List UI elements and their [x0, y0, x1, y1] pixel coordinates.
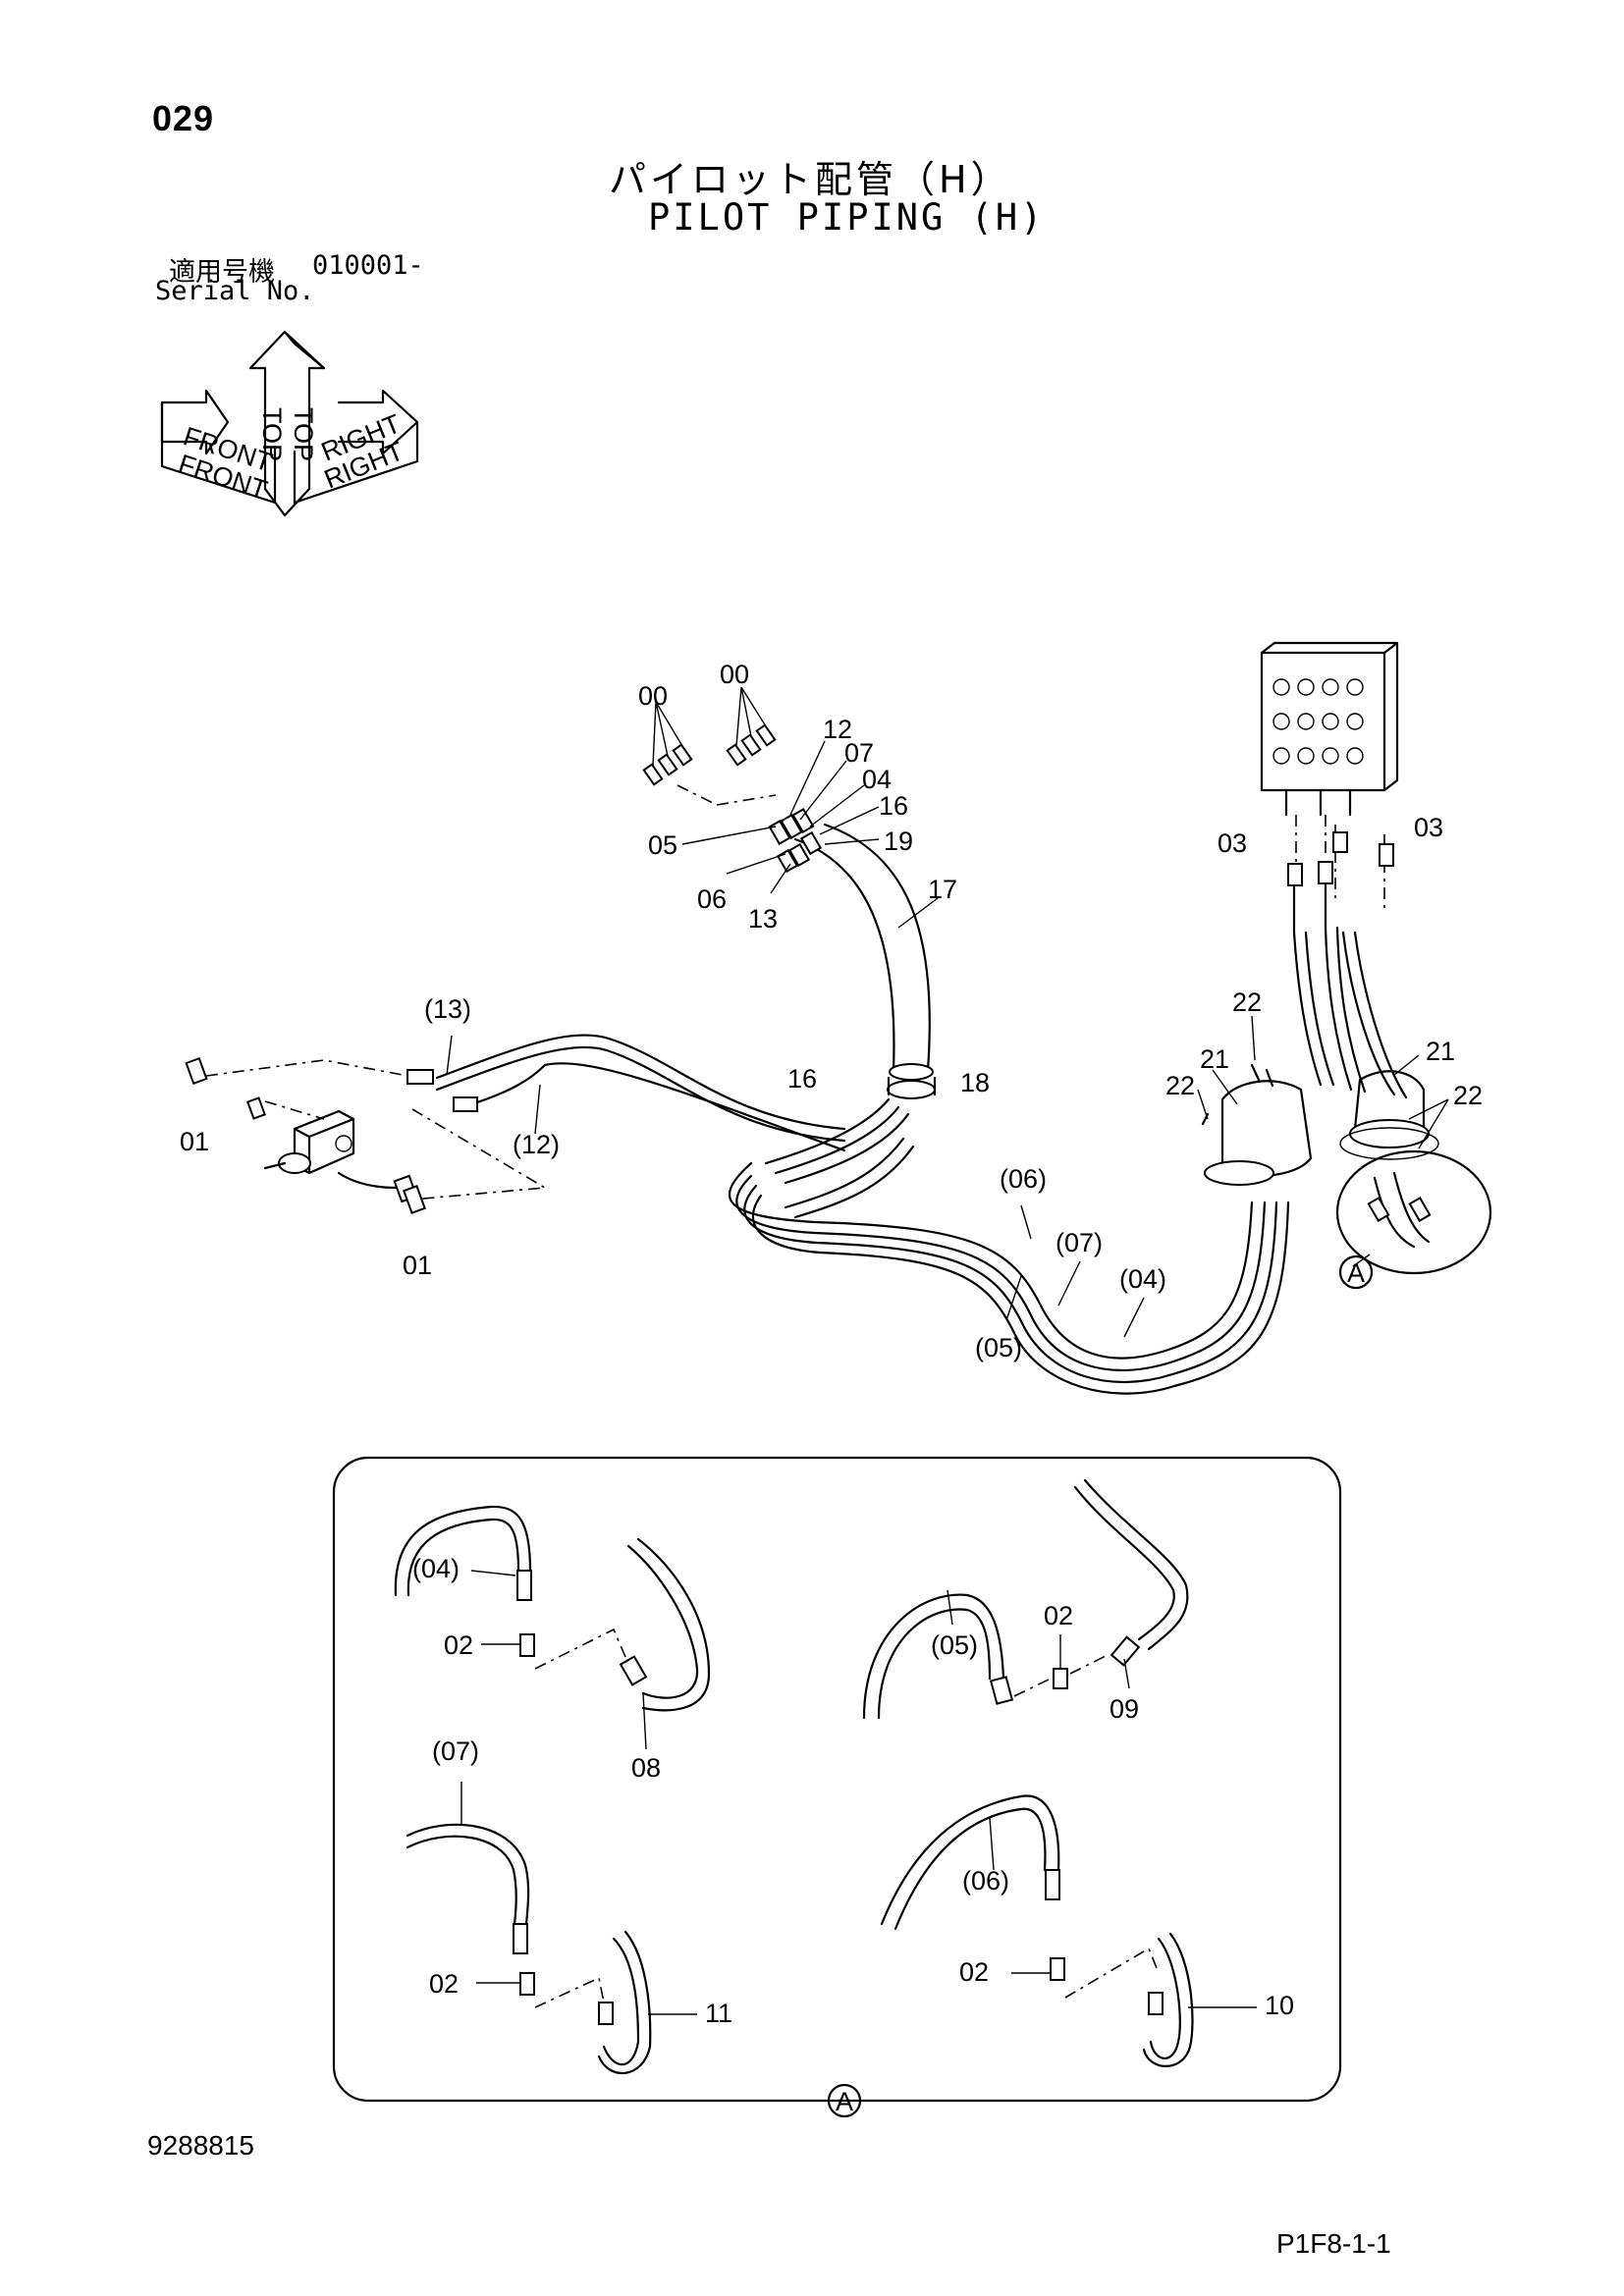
page-title-english: PILOT PIPING (H) — [648, 196, 1046, 239]
solenoid-valve — [263, 1109, 418, 1203]
hose-17 — [793, 823, 937, 1099]
callout-03-right: 03 — [1414, 813, 1443, 842]
callout-05: 05 — [648, 830, 677, 860]
callout-21-left: 21 — [1200, 1044, 1229, 1074]
detail-q3 — [406, 1782, 697, 2074]
callout-05-paren: (05) — [975, 1333, 1022, 1362]
callout-17: 17 — [928, 875, 957, 904]
detail-q1 — [394, 1505, 711, 1750]
detail-a-labels: A (04) 02 08 (05) 02 09 (07) 02 11 (06) … — [412, 1554, 1294, 2116]
callout-06-paren: (06) — [1000, 1164, 1047, 1194]
detail-q3-hose: (07) — [432, 1736, 479, 1766]
callout-13: 13 — [748, 904, 778, 934]
orientation-indicator-icon: FRONT FRONT TOP TOP RIGHT RIGHT — [160, 330, 419, 517]
serial-label-english: Serial No. — [155, 276, 315, 306]
detail-q4-hose: (06) — [962, 1866, 1009, 1896]
callout-21-right: 21 — [1426, 1037, 1455, 1066]
callout-00-right: 00 — [720, 660, 749, 689]
callout-01-bottom: 01 — [403, 1251, 432, 1280]
detail-q4 — [880, 1794, 1257, 2067]
callout-12: 12 — [823, 715, 852, 744]
orientation-top-left: TOP — [257, 407, 287, 461]
callout-03-left: 03 — [1218, 828, 1247, 858]
grommet-21-left — [1201, 1080, 1313, 1186]
page-title-japanese: パイロット配管（H） — [609, 158, 1012, 201]
callout-19: 19 — [884, 827, 913, 856]
detail-q2-elbow: 09 — [1110, 1694, 1139, 1724]
detail-a-circle-label: A — [836, 2087, 853, 2116]
callout-00-left: 00 — [638, 681, 668, 711]
page-code: P1F8-1-1 — [1276, 2228, 1391, 2259]
detail-q2 — [862, 1478, 1189, 1720]
callout-04-paren: (04) — [1119, 1264, 1166, 1294]
grommet-21-right — [1339, 1070, 1439, 1160]
detail-q1-adapter: 02 — [444, 1630, 473, 1660]
callout-13-paren: (13) — [424, 994, 471, 1024]
detail-q2-hose: (05) — [931, 1630, 978, 1660]
serial-range: 010001- — [312, 250, 424, 281]
serial-label-japanese: 適用号機 — [169, 257, 275, 288]
page-number: 029 — [152, 98, 215, 138]
detail-q1-hose: (04) — [412, 1554, 460, 1583]
callout-07-paren: (07) — [1056, 1228, 1103, 1257]
valve-fittings — [1287, 815, 1394, 934]
callout-22-right: 22 — [1453, 1081, 1483, 1110]
detail-q3-adapter: 02 — [429, 1969, 459, 1999]
hose-label-leaders — [1005, 1204, 1145, 1338]
callout-18: 18 — [960, 1068, 990, 1097]
callout-12-paren: (12) — [513, 1130, 560, 1159]
callout-16-top: 16 — [879, 791, 908, 821]
left-connectors — [185, 1035, 548, 1214]
callout-22-top: 22 — [1232, 988, 1262, 1017]
detail-q1-elbow: 08 — [631, 1753, 661, 1783]
callout-04: 04 — [862, 765, 892, 794]
detail-q4-adapter: 02 — [959, 1957, 989, 1987]
top-connector-cluster — [642, 686, 939, 929]
hose-bundle — [435, 926, 1408, 1395]
detail-q3-part: 11 — [705, 1999, 732, 2028]
pilot-valve-block — [1260, 641, 1399, 817]
callout-labels: 00 00 12 07 04 16 19 05 06 13 17 16 18 (… — [180, 660, 1483, 1362]
detail-q4-part: 10 — [1265, 1991, 1294, 2020]
callout-01-left: 01 — [180, 1127, 209, 1156]
callout-22-left: 22 — [1165, 1071, 1195, 1100]
callout-06: 06 — [697, 884, 727, 914]
callout-16-bottom: 16 — [787, 1064, 817, 1094]
detail-a-box — [332, 1456, 1342, 2118]
grommet-leaders — [1197, 1015, 1449, 1149]
detail-a-reference-circle — [1335, 1149, 1492, 1290]
callout-a: A — [1347, 1258, 1365, 1288]
detail-q2-adapter: 02 — [1044, 1601, 1073, 1630]
callout-07: 07 — [844, 738, 874, 768]
document-number: 9288815 — [147, 2130, 255, 2161]
orientation-top-right: TOP — [289, 407, 318, 461]
